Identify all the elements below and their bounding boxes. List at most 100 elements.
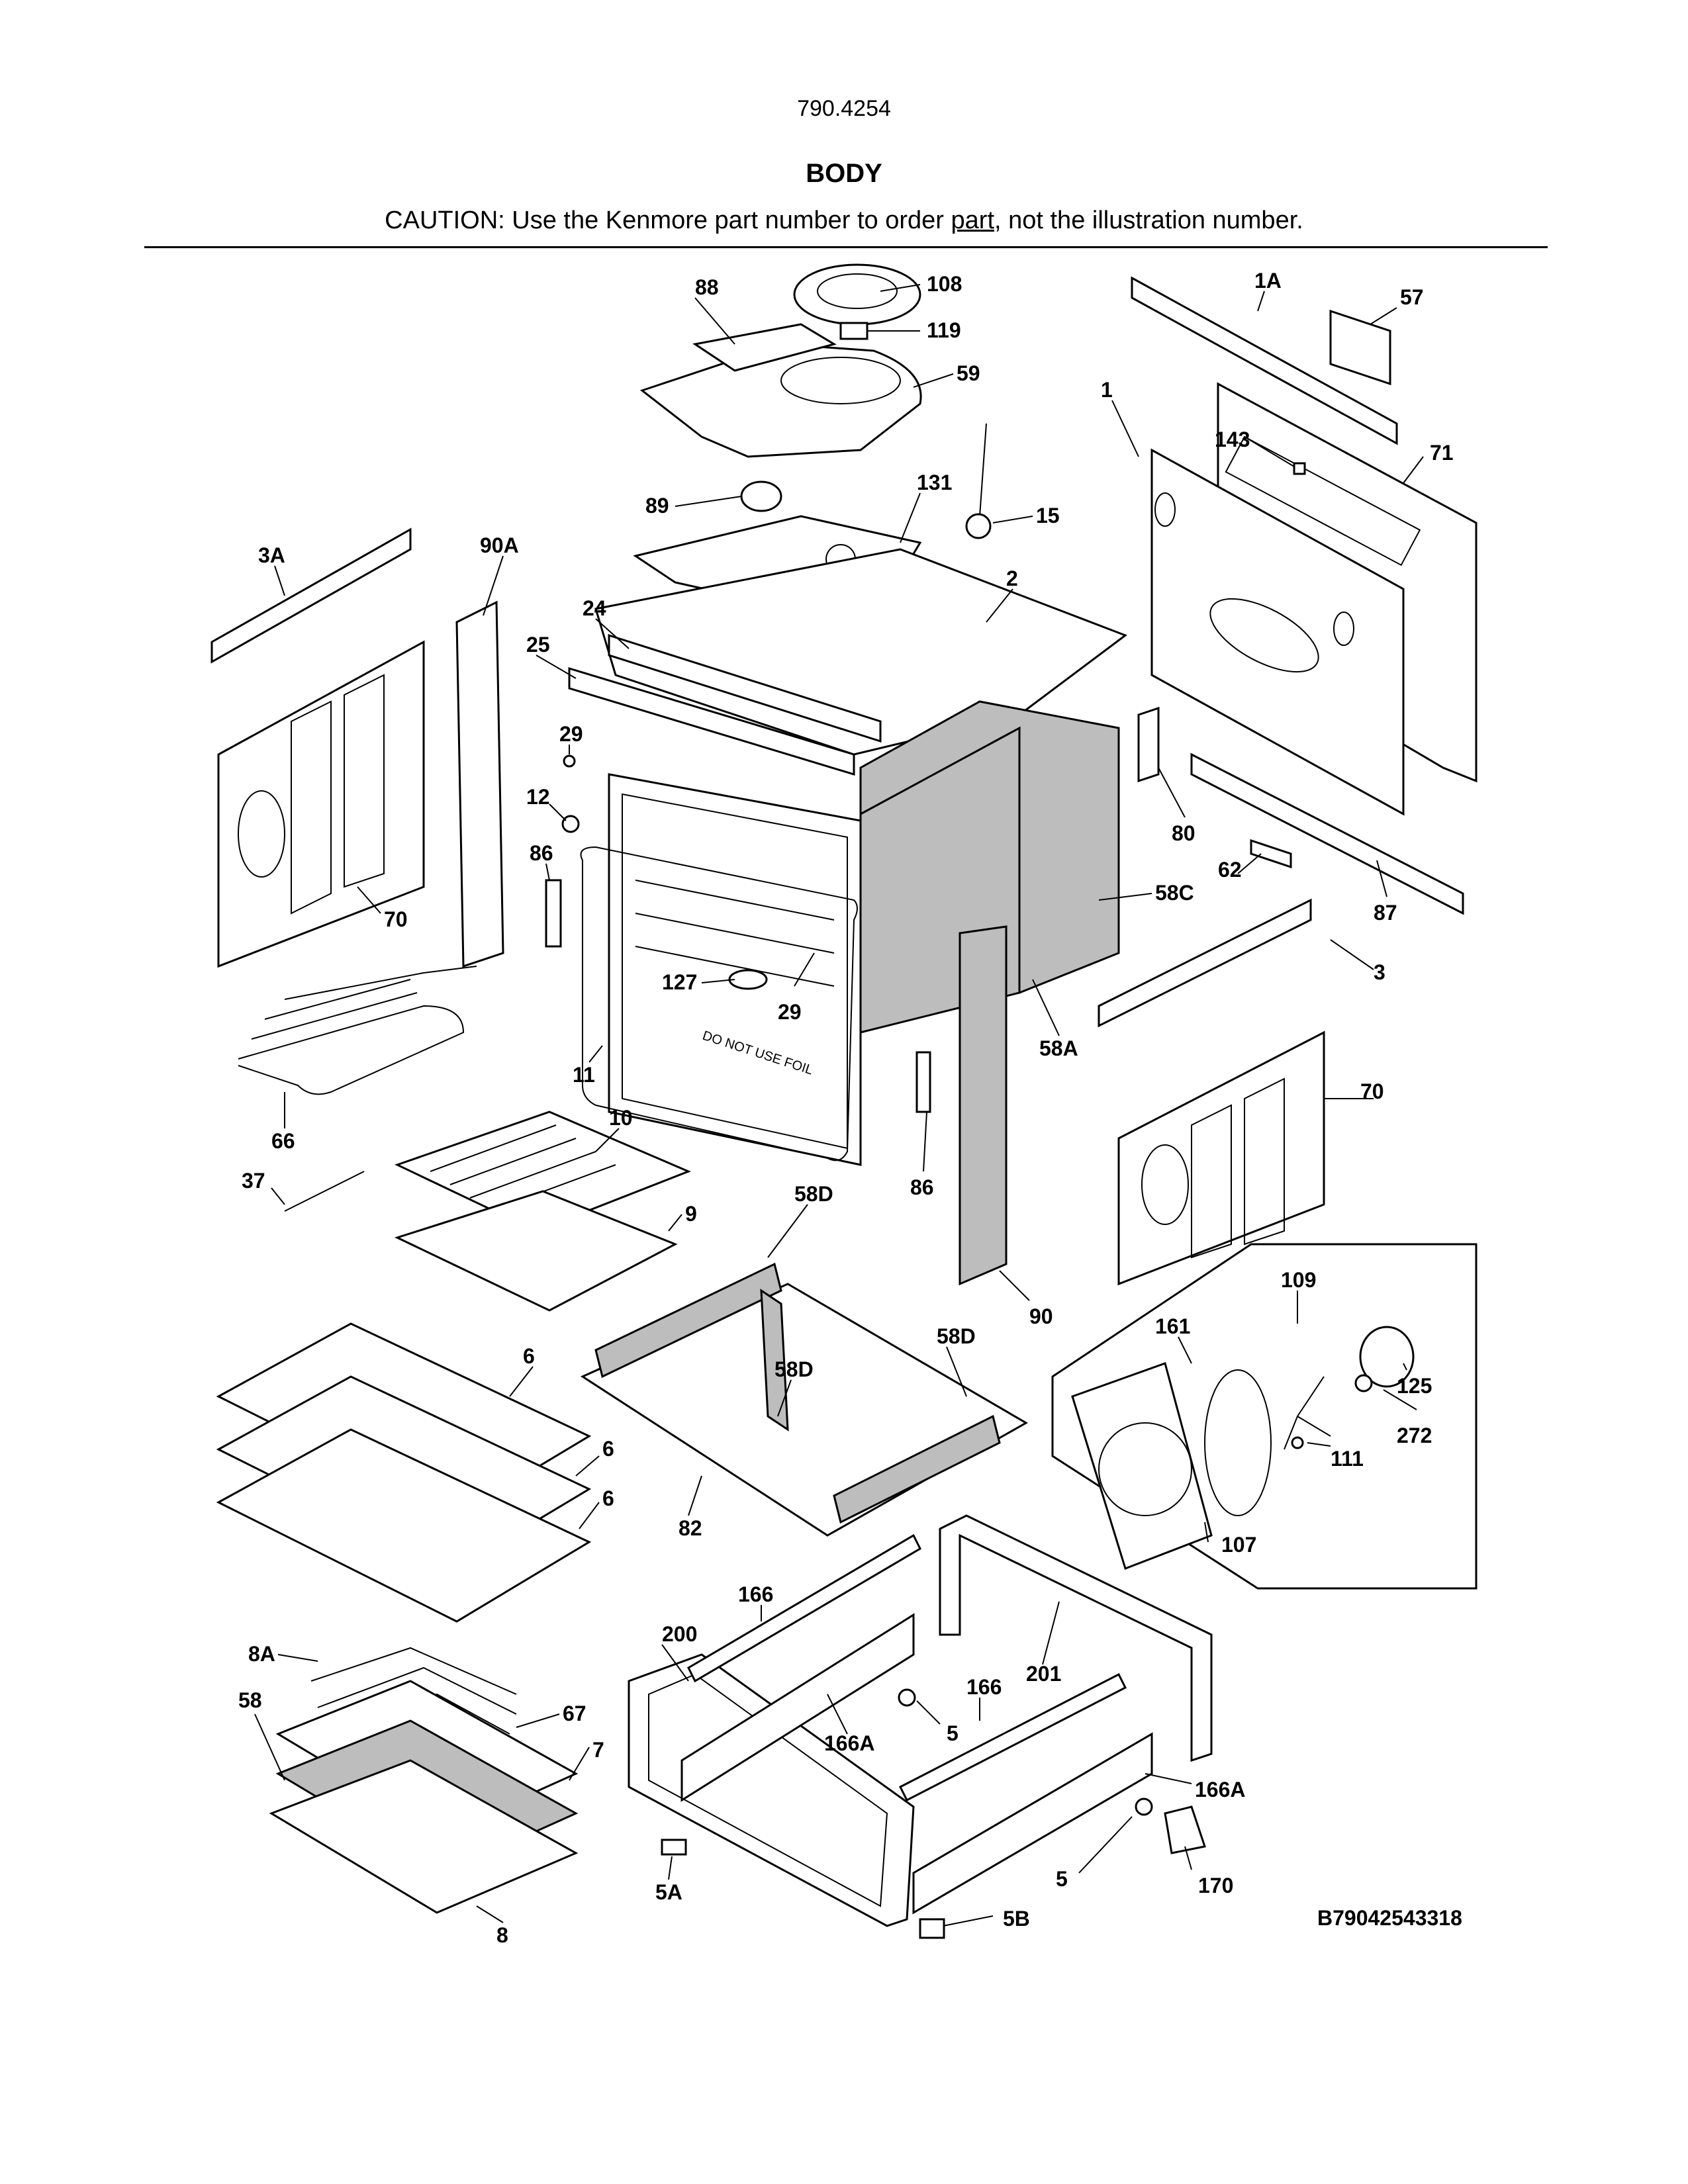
part-170-anti-tip-bracket [1164, 1805, 1206, 1854]
callout-15: 15 [1036, 504, 1060, 527]
callout-201: 201 [1026, 1662, 1061, 1686]
callout-37: 37 [242, 1169, 265, 1193]
callout-87: 87 [1374, 901, 1397, 925]
callout-57: 57 [1400, 285, 1424, 309]
part-25-vent-trim [568, 666, 855, 776]
part-108-convection-fan-motor [793, 263, 921, 340]
part-15-temperature-sensor [965, 423, 992, 539]
part-89-thermal-switch [740, 480, 782, 512]
caution-part-link[interactable]: part [951, 206, 994, 234]
callout-127: 127 [662, 970, 697, 994]
callout-58C: 58C [1155, 881, 1194, 905]
model-number: 790.4254 [797, 96, 891, 121]
part-58D-frame-insulation [594, 1262, 1001, 1524]
callout-5B: 5B [1003, 1907, 1030, 1931]
part-166A-cross-brace-upper [680, 1613, 915, 1802]
callout-58D-right: 58D [937, 1324, 976, 1348]
callout-161: 161 [1155, 1314, 1190, 1338]
header-divider [144, 246, 1548, 248]
part-1-back-panel [1150, 448, 1405, 816]
callout-200: 200 [662, 1622, 697, 1646]
callout-143: 143 [1215, 428, 1250, 451]
callout-2: 2 [1006, 567, 1018, 590]
part-6-oven-rack-bottom [216, 1428, 592, 1623]
part-5-leveling-leg-a [898, 1688, 916, 1707]
callout-108: 108 [927, 272, 962, 296]
part-66-broil-element [238, 966, 477, 1095]
callout-3: 3 [1374, 960, 1385, 984]
callout-90A: 90A [480, 533, 519, 557]
part-8-bottom-panel [269, 1759, 579, 1914]
part-3-side-rail-right [1098, 898, 1312, 1028]
callout-62: 62 [1218, 858, 1242, 882]
callout-71: 71 [1430, 441, 1454, 465]
callout-12: 12 [526, 785, 550, 809]
callout-24: 24 [583, 596, 606, 620]
part-86-hinge-receiver-left [545, 879, 562, 948]
part-70-side-panel-left [217, 640, 425, 968]
callout-107: 107 [1221, 1533, 1256, 1557]
callout-9: 9 [685, 1202, 697, 1226]
callout-25: 25 [526, 633, 550, 657]
part-80-bracket [1137, 706, 1160, 783]
callout-29-top: 29 [559, 722, 583, 746]
part-1A-top-rail [1131, 276, 1398, 445]
leader-lines [254, 284, 1424, 1927]
callout-5A: 5A [655, 1880, 682, 1904]
callout-86-left: 86 [530, 841, 553, 865]
callout-119: 119 [927, 318, 961, 342]
callout-8: 8 [496, 1923, 508, 1947]
caution-text-suffix: , not the illustration number. [994, 206, 1303, 234]
callout-10: 10 [609, 1106, 633, 1130]
callout-109: 109 [1281, 1268, 1316, 1292]
part-57-vent-cover [1329, 309, 1391, 386]
part-90A-side-insulation [455, 600, 504, 968]
callout-59: 59 [957, 361, 980, 385]
part-201-base-frame-rear [939, 1514, 1213, 1762]
callout-5-upper: 5 [947, 1721, 959, 1745]
part-12-lamp [561, 815, 580, 833]
caution-text-prefix: CAUTION: Use the Kenmore part number to … [385, 206, 951, 234]
callout-58A: 58A [1039, 1036, 1078, 1060]
section-title: BODY [806, 159, 882, 188]
convection-fan-inset-box [1051, 1243, 1477, 1590]
part-166-rail-lower [898, 1672, 1127, 1802]
part-59-blower-housing [639, 343, 922, 458]
callout-170: 170 [1198, 1874, 1233, 1897]
callout-labels: 108 88 119 59 1A 57 1 143 71 89 131 15 3… [238, 269, 1454, 1947]
callout-86-right: 86 [910, 1175, 934, 1199]
part-5-leveling-leg-b [1135, 1797, 1153, 1816]
callout-58: 58 [238, 1688, 262, 1712]
callout-166-lower: 166 [966, 1675, 1002, 1699]
part-9-broil-pan [394, 1190, 678, 1312]
drawing-id: B79042543318 [1317, 1906, 1462, 1930]
callout-125: 125 [1397, 1374, 1432, 1398]
part-70-side-panel-right [1117, 1030, 1325, 1286]
callout-88: 88 [695, 275, 719, 299]
callout-3A: 3A [258, 543, 285, 567]
callout-29-cavity: 29 [778, 1000, 802, 1024]
callout-6-middle: 6 [602, 1437, 614, 1461]
callout-1: 1 [1101, 378, 1113, 402]
part-37-probe [284, 1171, 365, 1212]
callout-1A: 1A [1254, 269, 1282, 293]
part-166A-cross-brace-lower [912, 1732, 1153, 1915]
part-5B-leg-right [919, 1918, 945, 1939]
callout-66: 66 [271, 1129, 295, 1153]
callout-82: 82 [679, 1516, 702, 1540]
part-11-door-gasket [580, 846, 858, 1161]
part-11-oven-cavity: DO NOT USE FOIL [608, 773, 862, 1166]
part-82-door-frame [580, 1283, 1029, 1537]
callout-58D-center: 58D [774, 1357, 814, 1381]
part-5A-leg-left [661, 1839, 687, 1856]
callout-6-bottom: 6 [602, 1486, 614, 1510]
part-200-base-frame-front [628, 1653, 915, 1927]
callout-67: 67 [563, 1702, 586, 1725]
part-143-clip [1293, 462, 1306, 475]
part-166-rail-upper [687, 1533, 921, 1683]
part-88-duct-cover [692, 323, 837, 372]
callout-111: 111 [1331, 1447, 1364, 1471]
callout-90: 90 [1029, 1304, 1053, 1328]
callout-70-left: 70 [384, 907, 408, 931]
